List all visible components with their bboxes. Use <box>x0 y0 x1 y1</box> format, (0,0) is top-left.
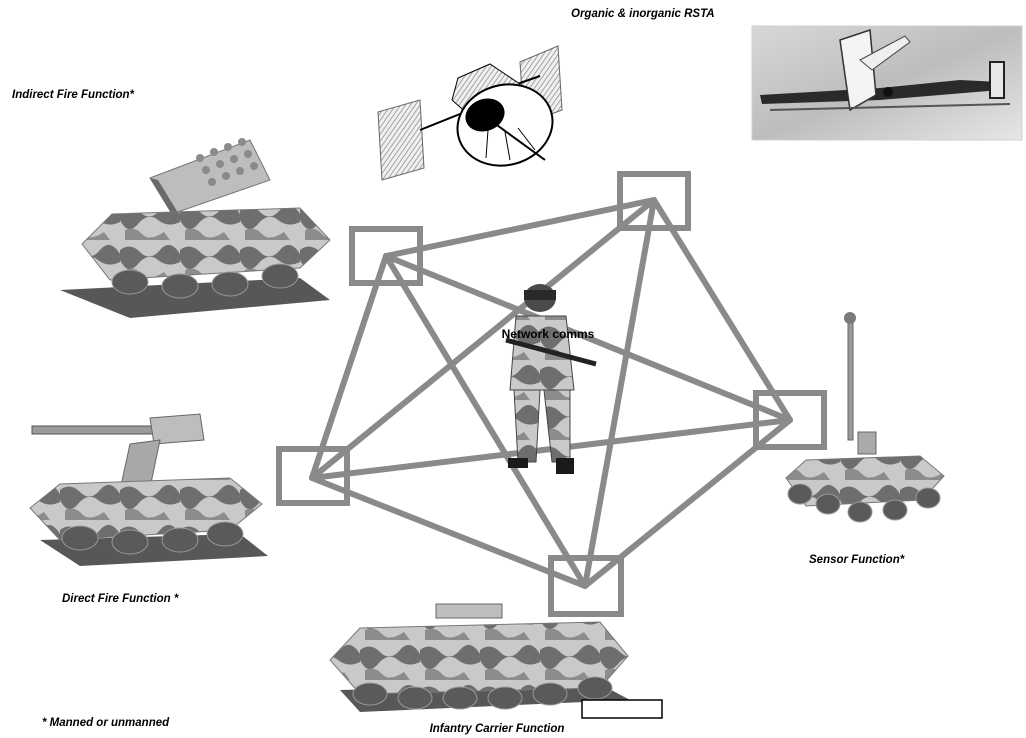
manned-note-label: * Manned or unmanned <box>42 717 170 729</box>
network-nodes <box>276 171 827 617</box>
indirect-fire-node <box>349 226 423 286</box>
direct-fire-node <box>276 446 350 506</box>
edge-rsta-infantry <box>582 197 657 589</box>
satellite-icon <box>377 45 563 181</box>
edge-direct-infantry <box>309 475 588 589</box>
direct-fire-label: Direct Fire Function * <box>62 593 179 605</box>
infantry-carrier-node <box>548 555 624 617</box>
edge-indirect-infantry <box>383 253 588 589</box>
edge-indirect-rsta <box>383 197 657 259</box>
edge-indirect-sensor <box>383 253 793 423</box>
edge-rsta-direct <box>309 197 657 481</box>
sensor-label: Sensor Function* <box>809 554 905 566</box>
sensor-node <box>753 390 827 450</box>
infantry-carrier-vehicle <box>329 603 630 712</box>
rsta-label: Organic & inorganic RSTA <box>571 8 715 20</box>
edge-rsta-sensor <box>651 197 793 423</box>
sensor-mast-vehicle <box>785 312 945 523</box>
rocket-launcher-vehicle <box>60 138 331 318</box>
infantry-carrier-label: Infantry Carrier Function <box>429 723 565 735</box>
edge-indirect-direct <box>309 253 389 481</box>
network-center-label: Network comms <box>502 327 595 341</box>
soldier-figure <box>505 284 597 474</box>
gun-turret-vehicle <box>29 413 268 566</box>
uav-drone-photo <box>751 25 1023 141</box>
blank-box <box>581 699 663 719</box>
indirect-fire-label: Indirect Fire Function* <box>12 89 135 101</box>
rsta-node <box>617 171 691 231</box>
